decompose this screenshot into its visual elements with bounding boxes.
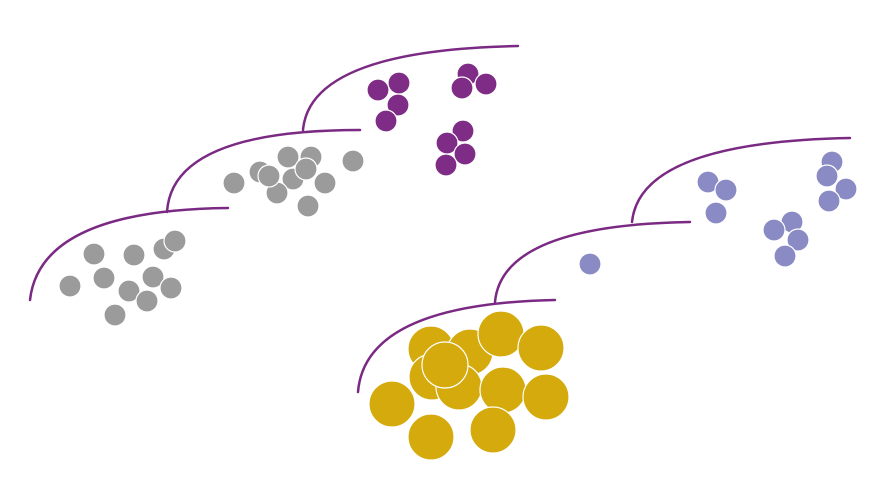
left-top-branch-curve [301, 44, 520, 132]
gray-dot [159, 276, 183, 300]
gold-dot [469, 406, 517, 454]
gray-dot [313, 171, 337, 195]
gray-dot [141, 265, 165, 289]
purple-dot [387, 71, 411, 95]
lavender-dot [704, 201, 728, 225]
gray-dot [276, 145, 300, 169]
gray-dot [294, 157, 318, 181]
lavender-dot [815, 164, 839, 188]
lavender-dot [817, 189, 841, 213]
gold-dot [517, 324, 565, 372]
gray-dot [103, 303, 127, 327]
gray-dot [257, 164, 281, 188]
right-top-branch-curve [630, 136, 852, 224]
purple-dot [366, 78, 390, 102]
gray-dot [222, 171, 246, 195]
right-bottom-gold-cluster [368, 310, 570, 461]
gold-dot [522, 373, 570, 421]
gold-dot [421, 341, 469, 389]
left-bottom-gray-cluster [58, 229, 187, 327]
gold-dot [368, 380, 416, 428]
gray-dot [92, 266, 116, 290]
left-top-purple-cluster [366, 62, 498, 177]
lavender-dot [773, 244, 797, 268]
left-mid-gray-cluster [222, 145, 365, 218]
gray-dot [58, 274, 82, 298]
gray-dot [163, 229, 187, 253]
lavender-dot [834, 177, 858, 201]
gray-dot [117, 279, 141, 303]
purple-dot [434, 153, 458, 177]
left-bottom-branch-curve [28, 206, 230, 302]
gray-dot [341, 149, 365, 173]
purple-dot [474, 72, 498, 96]
purple-dot [386, 93, 410, 117]
right-mid-branch-curve [493, 220, 692, 304]
lavender-dot [714, 178, 738, 202]
branch-curves [28, 44, 852, 394]
purple-dot [374, 109, 398, 133]
gold-dot [477, 310, 525, 358]
purple-dot [453, 142, 477, 166]
lavender-dot [578, 252, 602, 276]
right-top-lavender-cluster [696, 150, 858, 268]
gold-dot [407, 413, 455, 461]
gray-dot [135, 289, 159, 313]
gray-dot [296, 194, 320, 218]
gray-dot [82, 242, 106, 266]
left-mid-branch-curve [165, 128, 362, 214]
lavender-dot [786, 228, 810, 252]
gold-dot [479, 366, 527, 414]
purple-dot [451, 119, 475, 143]
purple-dot [450, 76, 474, 100]
gray-dot [122, 243, 146, 267]
right-mid-lavender-cluster [578, 252, 602, 276]
lavender-dot [762, 218, 786, 242]
right-bottom-branch-curve [356, 298, 557, 394]
